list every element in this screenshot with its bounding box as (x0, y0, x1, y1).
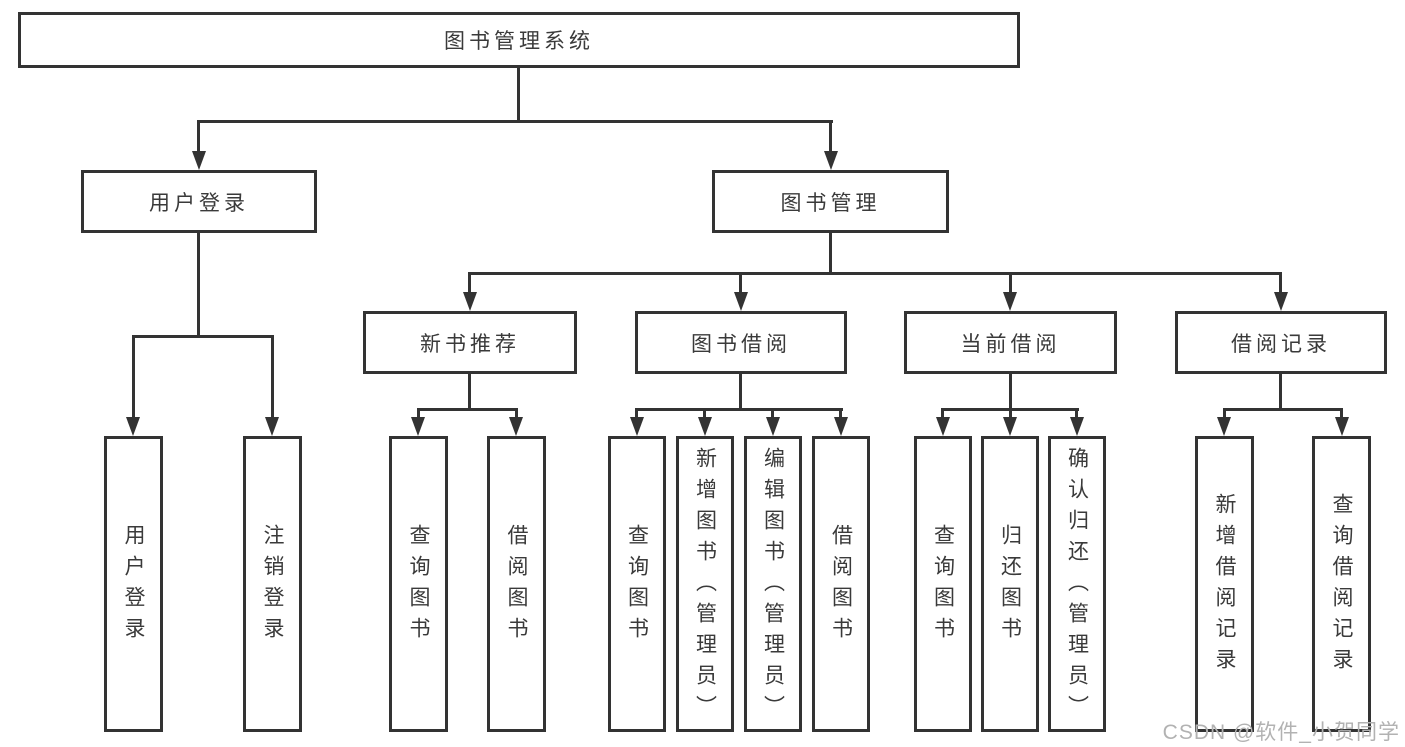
connector-drop (1340, 408, 1343, 420)
arrow-down-icon (411, 417, 425, 436)
connector-user-login-crossbar (132, 335, 274, 338)
node-root-book-management-system: 图书管理系统 (18, 12, 1020, 68)
leaf-query-borrow-record: 查询借阅记录 (1312, 436, 1371, 732)
arrow-down-icon (126, 417, 140, 436)
arrow-down-icon (1217, 417, 1231, 436)
node-user-login-branch: 用户登录 (81, 170, 317, 233)
leaf-return-books: 归还图书 (981, 436, 1039, 732)
connector-root-stem (517, 68, 520, 120)
arrow-down-icon (1335, 417, 1349, 436)
connector-drop (417, 408, 420, 420)
connector-drop (839, 408, 842, 420)
leaf-borrow-books-borrowing: 借阅图书 (812, 436, 870, 732)
connector-branch-stem (1009, 374, 1012, 408)
connector-leaf-crossbar (635, 408, 843, 411)
connector-drop (635, 408, 638, 420)
connector-branch-stem (468, 374, 471, 408)
node-current-borrowing: 当前借阅 (904, 311, 1117, 374)
connector-book-mgmt-stem (829, 232, 832, 272)
leaf-user-login: 用户登录 (104, 436, 163, 732)
csdn-watermark: CSDN @软件_小贺同学 (1162, 721, 1400, 744)
connector-user-login-stem (197, 232, 200, 335)
connector-drop (829, 120, 832, 152)
connector-drop (739, 272, 742, 294)
arrow-down-icon (1003, 417, 1017, 436)
connector-branch-stem (1279, 374, 1282, 408)
arrow-down-icon (630, 417, 644, 436)
connector-leaf-crossbar (1223, 408, 1343, 411)
arrow-down-icon (463, 292, 477, 311)
leaf-edit-books-admin: 编辑图书（管理员） (744, 436, 802, 732)
connector-drop (941, 408, 944, 420)
arrow-down-icon (834, 417, 848, 436)
connector-drop (132, 335, 135, 420)
leaf-borrow-books-recommend: 借阅图书 (487, 436, 546, 732)
node-borrowing-records: 借阅记录 (1175, 311, 1387, 374)
arrow-down-icon (1003, 292, 1017, 311)
connector-drop (271, 335, 274, 420)
connector-drop (197, 120, 200, 152)
arrow-down-icon (824, 151, 838, 170)
arrow-down-icon (1070, 417, 1084, 436)
arrow-down-icon (265, 417, 279, 436)
connector-drop (771, 408, 774, 420)
leaf-add-borrow-record: 新增借阅记录 (1195, 436, 1254, 732)
connector-drop (1009, 408, 1012, 420)
leaf-add-books-admin: 新增图书（管理员） (676, 436, 734, 732)
arrow-down-icon (766, 417, 780, 436)
connector-drop (1223, 408, 1226, 420)
connector-drop (1009, 272, 1012, 294)
arrow-down-icon (698, 417, 712, 436)
leaf-logout: 注销登录 (243, 436, 302, 732)
node-book-borrowing: 图书借阅 (635, 311, 847, 374)
connector-branches-crossbar (468, 272, 1282, 275)
arrow-down-icon (192, 151, 206, 170)
connector-drop (515, 408, 518, 420)
arrow-down-icon (734, 292, 748, 311)
arrow-down-icon (509, 417, 523, 436)
node-book-management-branch: 图书管理 (712, 170, 949, 233)
connector-l1-crossbar (197, 120, 833, 123)
leaf-confirm-return-admin: 确认归还（管理员） (1048, 436, 1106, 732)
connector-drop (1279, 272, 1282, 294)
arrow-down-icon (1274, 292, 1288, 311)
connector-branch-stem (739, 374, 742, 408)
leaf-query-books-recommend: 查询图书 (389, 436, 448, 732)
connector-leaf-crossbar (417, 408, 518, 411)
connector-drop (1075, 408, 1078, 420)
connector-drop (468, 272, 471, 294)
leaf-query-books-borrowing: 查询图书 (608, 436, 666, 732)
leaf-query-books-current: 查询图书 (914, 436, 972, 732)
arrow-down-icon (936, 417, 950, 436)
node-new-book-recommendation: 新书推荐 (363, 311, 577, 374)
connector-drop (703, 408, 706, 420)
